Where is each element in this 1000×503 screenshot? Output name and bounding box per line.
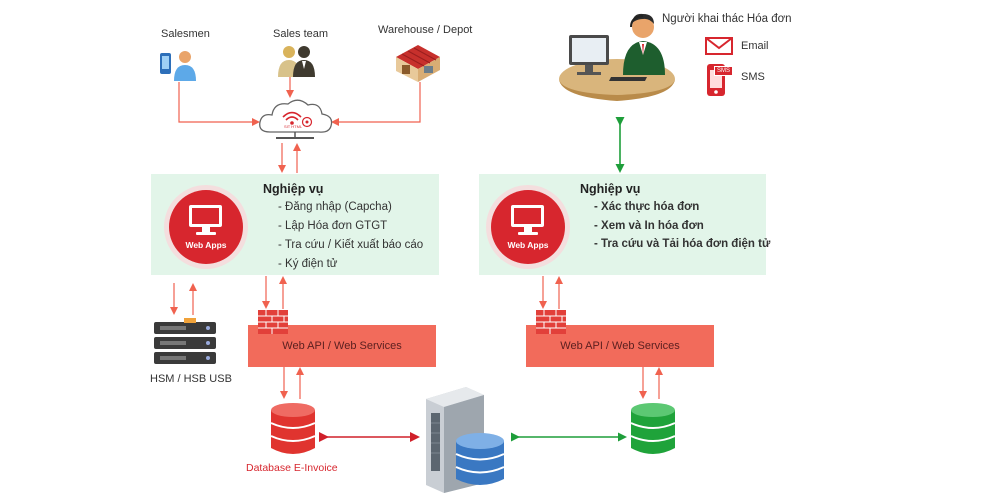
list-item: Tra cứu / Kiết xuất báo cáo bbox=[278, 236, 423, 255]
right-firewall-icon bbox=[536, 310, 566, 334]
warehouse-label: Warehouse / Depot bbox=[378, 24, 473, 36]
left-panel-title: Nghiệp vụ bbox=[263, 182, 324, 196]
list-item: Tra cứu và Tải hóa đơn điện tử bbox=[594, 235, 770, 254]
list-item: Xác thực hóa đơn bbox=[594, 198, 770, 217]
salesman-icon bbox=[160, 51, 196, 81]
left-firewall-icon bbox=[258, 310, 288, 334]
sms-label: SMS bbox=[741, 71, 765, 83]
monitor-icon bbox=[189, 205, 222, 227]
cloud-text: SIT HTML bbox=[284, 124, 303, 129]
left-panel-items: Đăng nhập (Capcha) Lập Hóa đơn GTGT Tra … bbox=[278, 198, 423, 274]
warehouse-icon bbox=[396, 45, 440, 82]
hsm-label: HSM / HSB USB bbox=[150, 373, 232, 385]
email-icon bbox=[705, 37, 733, 55]
database-label: Database E-Invoice bbox=[246, 462, 338, 474]
list-item: Đăng nhập (Capcha) bbox=[278, 198, 423, 217]
sms-badge: SMS bbox=[714, 66, 734, 76]
salesmen-label: Salesmen bbox=[161, 28, 210, 40]
cloud-icon bbox=[259, 99, 333, 139]
operator-desk-icon bbox=[559, 13, 675, 101]
sales-team-label: Sales team bbox=[273, 28, 329, 40]
operator-title: Người khai thác Hóa đơn bbox=[662, 13, 792, 25]
list-item: Lập Hóa đơn GTGT bbox=[278, 217, 423, 236]
email-label: Email bbox=[741, 40, 769, 52]
left-web-api-bar: Web API / Web Services bbox=[248, 325, 436, 367]
hsm-server-icon bbox=[154, 318, 216, 364]
right-web-apps-label: Web Apps bbox=[507, 240, 549, 250]
list-item: Ký điện tử bbox=[278, 255, 423, 274]
right-web-apps-badge[interactable]: Web Apps bbox=[491, 190, 565, 264]
sales-team-icon bbox=[278, 46, 315, 77]
central-server-icon bbox=[426, 387, 505, 493]
right-panel-title: Nghiệp vụ bbox=[580, 182, 641, 196]
database-green-icon bbox=[630, 403, 676, 454]
list-item: Xem và In hóa đơn bbox=[594, 217, 770, 236]
right-panel-items: Xác thực hóa đơn Xem và In hóa đơn Tra c… bbox=[594, 198, 770, 254]
left-web-apps-badge[interactable]: Web Apps bbox=[169, 190, 243, 264]
database-red-icon bbox=[270, 403, 316, 454]
left-web-apps-label: Web Apps bbox=[185, 240, 227, 250]
monitor-icon bbox=[511, 205, 544, 227]
